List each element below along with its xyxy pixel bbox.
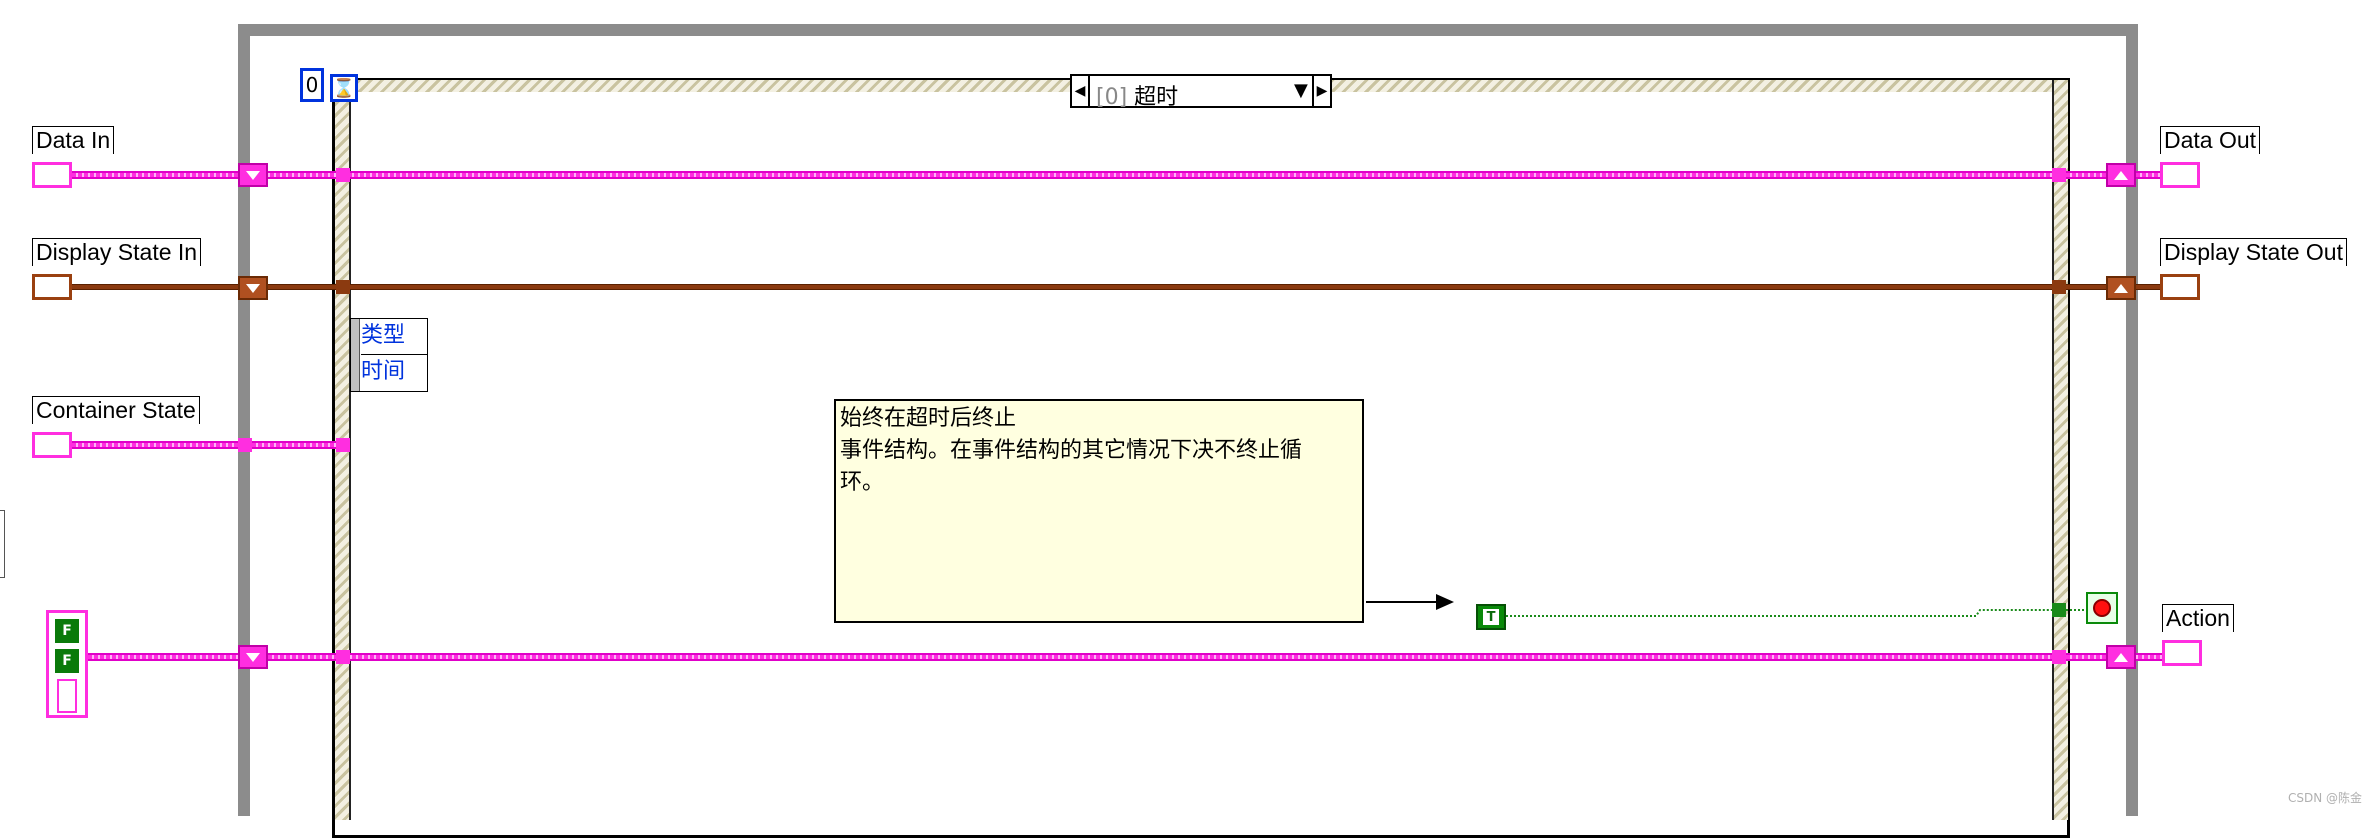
data-out-tunnel[interactable] (2052, 168, 2066, 182)
event-structure-hatch-right (2052, 80, 2068, 820)
container-state-loop-tunnel[interactable] (238, 438, 252, 452)
case-name: 超时 (1134, 85, 1179, 110)
action-out-shift-register[interactable] (2106, 645, 2136, 669)
comment-arrow-icon (1366, 594, 1454, 610)
display-state-out-label: Display State Out (2160, 238, 2347, 266)
iteration-terminal[interactable]: 0 (300, 68, 324, 102)
event-data-type[interactable]: 类型 (361, 319, 427, 355)
event-data-node-handle (351, 319, 360, 391)
event-data-time[interactable]: 时间 (361, 359, 406, 384)
case-dropdown-icon[interactable]: ▼ (1294, 80, 1308, 101)
while-loop-frame-left (238, 24, 250, 816)
prev-case-arrow-icon[interactable]: ◀ (1072, 76, 1090, 106)
watermark: CSDN @陈金 (2287, 791, 2362, 805)
display-state-in-tunnel[interactable] (336, 280, 350, 294)
data-in-shift-register[interactable] (238, 163, 268, 187)
data-in-tunnel[interactable] (336, 168, 350, 182)
data-out-wire[interactable] (2066, 171, 2136, 179)
data-in-terminal-icon[interactable] (32, 162, 72, 188)
display-state-out-terminal-icon[interactable] (2160, 274, 2200, 300)
free-label-comment[interactable]: 始终在超时后终止 事件结构。在事件结构的其它情况下决不终止循 环。 (834, 399, 1364, 623)
boolean-tunnel[interactable] (2052, 603, 2066, 617)
display-state-wire[interactable] (72, 284, 2072, 290)
display-state-in-label: Display State In (32, 238, 202, 266)
action-label: Action (2162, 604, 2234, 632)
data-in-wire[interactable] (72, 171, 2072, 179)
container-state-event-tunnel[interactable] (336, 438, 350, 452)
array-element-f-1[interactable]: F (53, 617, 81, 645)
container-state-wire[interactable] (72, 441, 342, 449)
container-state-terminal-icon[interactable] (32, 432, 72, 458)
array-element-empty[interactable] (57, 679, 77, 713)
data-out-shift-register[interactable] (2106, 163, 2136, 187)
case-label: [0] 超时 (1096, 79, 1178, 111)
case-index: [0] (1096, 85, 1128, 110)
display-state-out-shift-register[interactable] (2106, 276, 2136, 300)
true-constant[interactable]: T (1476, 604, 1506, 630)
data-out-terminal-icon[interactable] (2160, 162, 2200, 188)
action-out-tunnel[interactable] (2052, 650, 2066, 664)
offscreen-fragment (0, 510, 5, 578)
event-data-node[interactable]: 类型 时间 (350, 318, 428, 392)
display-state-in-shift-register[interactable] (238, 276, 268, 300)
action-array-constant[interactable]: F F (46, 610, 88, 718)
event-case-selector[interactable]: ◀ [0] 超时 ▼ ▶ (1070, 74, 1332, 111)
boolean-wire-to-stop[interactable] (2066, 609, 2088, 611)
data-out-label: Data Out (2160, 126, 2261, 154)
array-element-f-2[interactable]: F (53, 647, 81, 675)
boolean-wire[interactable] (1506, 600, 2066, 620)
container-state-label: Container State (32, 396, 200, 424)
data-in-label: Data In (32, 126, 115, 154)
action-in-tunnel[interactable] (336, 650, 350, 664)
while-loop-frame-top (238, 24, 2138, 36)
while-loop-frame-right (2126, 24, 2138, 816)
action-wire[interactable] (88, 653, 2072, 661)
action-terminal-icon[interactable] (2162, 640, 2202, 666)
loop-stop-terminal-icon[interactable] (2086, 592, 2118, 624)
display-state-in-terminal-icon[interactable] (32, 274, 72, 300)
data-out-wire-ext[interactable] (2136, 171, 2162, 179)
next-case-arrow-icon[interactable]: ▶ (1312, 76, 1330, 106)
action-in-shift-register[interactable] (238, 645, 268, 669)
display-state-out-tunnel[interactable] (2052, 280, 2066, 294)
timeout-terminal-icon[interactable]: ⌛ (330, 74, 358, 102)
true-constant-label: T (1483, 609, 1499, 625)
